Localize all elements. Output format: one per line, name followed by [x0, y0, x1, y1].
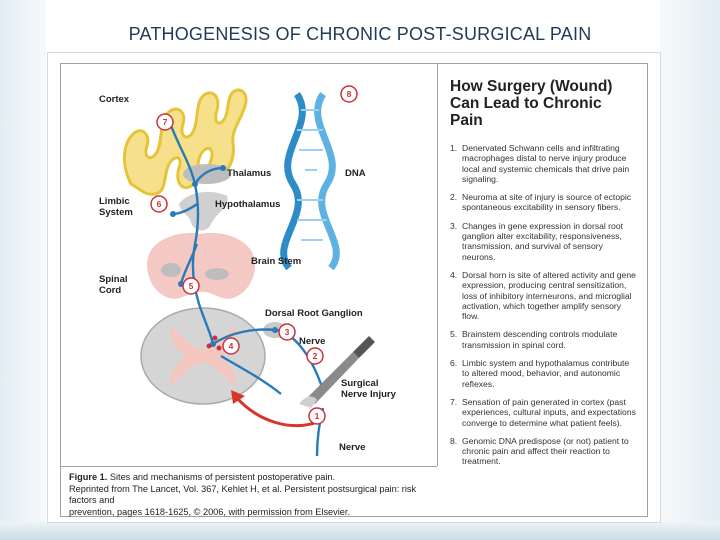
slide-background-left: [0, 0, 46, 540]
dorsal-horn-markers: [206, 335, 222, 351]
legend-item-number: 8.: [450, 435, 458, 446]
slide-title: PATHOGENESIS OF CHRONIC POST-SURGICAL PA…: [128, 24, 592, 44]
label-surgical-1: Surgical: [341, 378, 379, 389]
marker-4: 4: [229, 341, 234, 351]
legend-list: 1. Denervated Schwann cells and infiltrat…: [450, 143, 636, 467]
numbered-markers: [150, 85, 358, 425]
legend-item: 1. Denervated Schwann cells and infiltrat…: [450, 143, 636, 184]
legend-item-text: Neuroma at site of injury is source of e…: [462, 192, 632, 213]
legend-item: 5. Brainstem descending controls modulate…: [450, 329, 636, 350]
label-limbic-2: System: [99, 207, 133, 218]
legend-item-number: 1.: [450, 143, 458, 153]
label-brain-stem: Brain Stem: [251, 256, 301, 267]
caption-line-1: Figure 1. Sites and mechanisms of persis…: [69, 472, 429, 484]
legend-item-number: 5.: [450, 329, 458, 340]
caption-title-rest: Sites and mechanisms of persistent posto…: [107, 472, 336, 482]
nerve-nodes: [170, 165, 278, 347]
legend-item-number: 6.: [450, 358, 458, 369]
marker-numbers: 1 2 3 4 5 6 7 8: [157, 89, 352, 421]
label-limbic-1: Limbic: [99, 196, 130, 207]
dna-helix-icon: [280, 92, 340, 271]
label-dna: DNA: [345, 168, 366, 179]
legend-item-text: Changes in gene expression in dorsal roo…: [462, 220, 623, 262]
legend-item: 6. Limbic system and hypothalamus contrib…: [450, 358, 636, 389]
caption-line-2: Reprinted from The Lancet, Vol. 367, Keh…: [69, 483, 417, 506]
legend-item: 2. Neuroma at site of injury is source of…: [450, 192, 636, 213]
legend-item-number: 7.: [450, 396, 458, 407]
caption-line-3: prevention, pages 1618-1625, © 2006, wit…: [69, 506, 351, 517]
scalpel-icon: [299, 336, 375, 408]
legend-heading-line-2: Can Lead to Chronic Pain: [450, 95, 602, 129]
figure-frame: 1 2 3 4 5 6 7 8 Cortex Thalamus Limbic S…: [60, 63, 648, 517]
legend-item-number: 4.: [450, 269, 458, 280]
label-drg: Dorsal Root Ganglion: [265, 308, 363, 319]
marker-3: 3: [285, 327, 290, 337]
legend-item: 7. Sensation of pain generated in cortex …: [450, 397, 636, 428]
brain-stem-shape: [147, 232, 255, 299]
illustration-svg: 1 2 3 4 5 6 7 8 Cortex Thalamus Limbic S…: [99, 85, 397, 457]
label-thalamus: Thalamus: [227, 168, 271, 179]
injury-arrow-head: [231, 390, 245, 404]
legend-item-text: Limbic system and hypothalamus contribut…: [462, 358, 630, 389]
slide-background-bottom: [0, 522, 720, 540]
marker-6: 6: [157, 199, 162, 209]
label-cortex: Cortex: [99, 94, 130, 105]
legend-item: 8. Genomic DNA predispose (or not) patien…: [450, 436, 636, 467]
label-spinal-1: Spinal: [99, 274, 128, 285]
marker-7: 7: [163, 117, 168, 127]
legend-item-number: 2.: [450, 192, 458, 203]
marker-8: 8: [347, 89, 352, 99]
marker-5: 5: [189, 281, 194, 291]
legend-heading-line-1: How Surgery (Wound): [450, 78, 613, 95]
label-nerve-upper: Nerve: [299, 336, 325, 347]
legend-item: 4. Dorsal horn is site of altered activit…: [450, 270, 636, 321]
slide-background-right: [660, 0, 720, 540]
spinal-cord-shape: [140, 307, 266, 405]
legend-panel: How Surgery (Wound) Can Lead to Chronic …: [438, 64, 646, 516]
figure-panel: 1 2 3 4 5 6 7 8 Cortex Thalamus Limbic S…: [47, 52, 661, 523]
legend-item-text: Dorsal horn is site of altered activity …: [462, 269, 636, 322]
legend-item-text: Brainstem descending controls modulate t…: [462, 329, 618, 350]
label-spinal-2: Cord: [99, 285, 121, 296]
caption-title: Figure 1.: [69, 472, 108, 482]
label-surgical-2: Nerve Injury: [341, 389, 397, 400]
legend-item-text: Genomic DNA predispose (or not) patient …: [462, 435, 629, 467]
hypothalamus-shape: [179, 191, 228, 231]
pain-pathway-illustration: 1 2 3 4 5 6 7 8 Cortex Thalamus Limbic S…: [61, 64, 438, 466]
legend-item-text: Denervated Schwann cells and infiltratin…: [462, 143, 630, 184]
legend-item-number: 3.: [450, 220, 458, 231]
marker-2: 2: [313, 351, 318, 361]
legend-item: 3. Changes in gene expression in dorsal r…: [450, 221, 636, 262]
legend-item-text: Sensation of pain generated in cortex (p…: [462, 396, 636, 428]
label-hypothalamus: Hypothalamus: [215, 199, 280, 210]
legend-heading: How Surgery (Wound) Can Lead to Chronic …: [450, 78, 636, 129]
marker-1: 1: [315, 411, 320, 421]
figure-caption: Figure 1. Sites and mechanisms of persis…: [61, 466, 437, 517]
label-nerve-lower: Nerve: [339, 442, 365, 453]
